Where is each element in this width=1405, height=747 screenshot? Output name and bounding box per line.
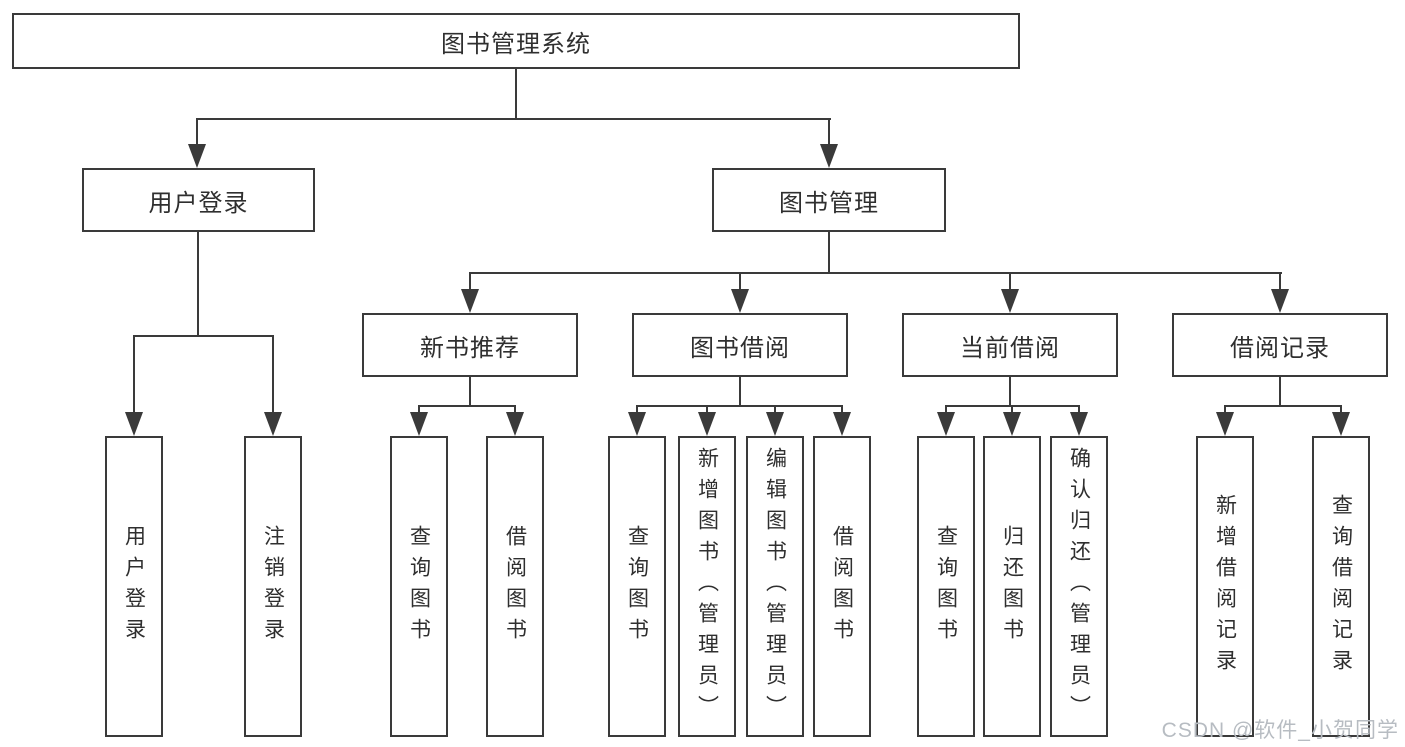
leaf-confirm-return-admin: 确认归还（管理员）	[1050, 436, 1108, 737]
arrow-down-icon	[125, 412, 143, 436]
connector-current-borrow-stem	[1009, 377, 1011, 405]
connector-to-leaf-logout	[272, 335, 274, 414]
connector-book-management-stem	[828, 232, 830, 272]
arrow-down-icon	[410, 412, 428, 436]
arrow-down-icon	[188, 144, 206, 168]
leaf-add-borrow-record: 新增借阅记录	[1196, 436, 1254, 737]
connector-to-user-login	[196, 118, 198, 146]
arrow-down-icon	[264, 412, 282, 436]
connector-to-leaf-user-login	[133, 335, 135, 414]
connector-to-book-borrow	[739, 272, 741, 291]
node-new-book-recommend: 新书推荐	[362, 313, 578, 377]
arrow-down-icon	[1070, 412, 1088, 436]
leaf-borrow-books-recommend: 借阅图书	[486, 436, 544, 737]
arrow-down-icon	[1003, 412, 1021, 436]
leaf-user-login: 用户登录	[105, 436, 163, 737]
leaf-return-book: 归还图书	[983, 436, 1041, 737]
connector-level2-bar	[469, 272, 1282, 274]
arrow-down-icon	[1216, 412, 1234, 436]
leaf-logout: 注销登录	[244, 436, 302, 737]
node-user-login: 用户登录	[82, 168, 315, 232]
connector-borrow-records-bar	[1224, 405, 1342, 407]
leaf-add-book-admin: 新增图书（管理员）	[678, 436, 736, 737]
leaf-query-books-recommend: 查询图书	[390, 436, 448, 737]
connector-to-borrow-records	[1279, 272, 1281, 291]
arrow-down-icon	[937, 412, 955, 436]
leaf-query-books-current: 查询图书	[917, 436, 975, 737]
connector-leaf	[706, 405, 708, 414]
connector-leaf	[1340, 405, 1342, 414]
connector-leaf	[636, 405, 638, 414]
connector-borrow-records-stem	[1279, 377, 1281, 405]
connector-book-borrow-stem	[739, 377, 741, 405]
leaf-query-books-borrow: 查询图书	[608, 436, 666, 737]
arrow-down-icon	[461, 289, 479, 313]
arrow-down-icon	[506, 412, 524, 436]
node-root-system: 图书管理系统	[12, 13, 1020, 69]
connector-leaf	[945, 405, 947, 414]
connector-leaf	[1224, 405, 1226, 414]
arrow-down-icon	[1271, 289, 1289, 313]
arrow-down-icon	[1001, 289, 1019, 313]
node-book-borrow: 图书借阅	[632, 313, 848, 377]
arrow-down-icon	[1332, 412, 1350, 436]
connector-leaf	[841, 405, 843, 414]
connector-to-current-borrow	[1009, 272, 1011, 291]
arrow-down-icon	[628, 412, 646, 436]
connector-level1-bar	[196, 118, 831, 120]
connector-new-book-stem	[469, 377, 471, 405]
node-current-borrow: 当前借阅	[902, 313, 1118, 377]
watermark-csdn: CSDN @软件_小贺同学	[1161, 719, 1399, 742]
connector-leaf	[774, 405, 776, 414]
connector-to-new-book	[469, 272, 471, 291]
leaf-edit-book-admin: 编辑图书（管理员）	[746, 436, 804, 737]
node-book-management: 图书管理	[712, 168, 946, 232]
connector-new-book-bar	[418, 405, 516, 407]
arrow-down-icon	[731, 289, 749, 313]
leaf-query-borrow-record: 查询借阅记录	[1312, 436, 1370, 737]
connector-root-stem	[515, 69, 517, 118]
connector-leaf	[514, 405, 516, 414]
connector-user-login-bar	[133, 335, 274, 337]
arrow-down-icon	[766, 412, 784, 436]
node-borrow-records: 借阅记录	[1172, 313, 1388, 377]
connector-leaf	[1011, 405, 1013, 414]
connector-user-login-stem	[197, 232, 199, 335]
arrow-down-icon	[833, 412, 851, 436]
connector-leaf	[418, 405, 420, 414]
connector-book-borrow-bar	[636, 405, 843, 407]
arrow-down-icon	[698, 412, 716, 436]
connector-leaf	[1078, 405, 1080, 414]
leaf-borrow-books: 借阅图书	[813, 436, 871, 737]
arrow-down-icon	[820, 144, 838, 168]
connector-to-book-management	[828, 118, 830, 146]
